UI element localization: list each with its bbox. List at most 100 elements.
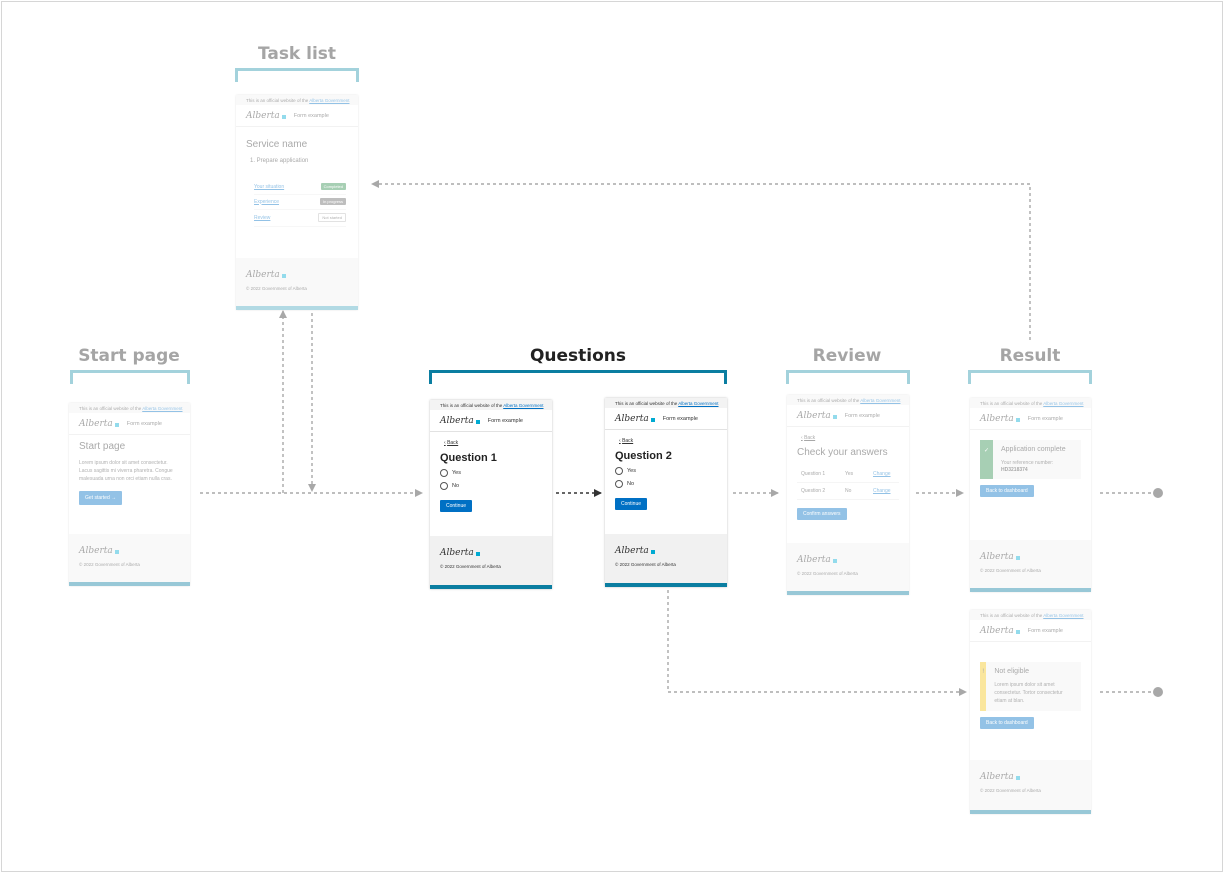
back-to-dashboard-button[interactable]: Back to dashboard <box>980 485 1034 497</box>
alberta-logo: Alberta <box>980 626 1020 636</box>
radio-no[interactable]: No <box>440 482 542 490</box>
end-node-fail <box>1153 687 1163 697</box>
service-name: Form example <box>293 112 329 119</box>
connector-result-to-task-list <box>371 180 1031 340</box>
task-group-title: 1. Prepare application <box>250 158 309 164</box>
alberta-logo: Alberta <box>980 414 1020 424</box>
alberta-logo: Alberta <box>615 546 655 556</box>
alberta-logo: Alberta <box>440 416 480 426</box>
site-footer: Alberta © 2022 Government of Alberta <box>605 534 727 587</box>
bracket-questions <box>429 370 727 384</box>
get-started-button[interactable]: Get started → <box>79 491 123 506</box>
service-name: Form example <box>844 412 880 419</box>
screen-question-2: This is an official website of the Alber… <box>605 398 727 587</box>
alberta-logo: Alberta <box>797 555 837 565</box>
site-footer: Alberta © 2022 Government of Alberta <box>787 543 909 595</box>
continue-button[interactable]: Continue <box>615 498 648 510</box>
check-circle-icon: ✓ <box>980 440 993 479</box>
reference-number: HD3218374 <box>1001 467 1028 473</box>
alert-icon: ! <box>980 662 987 711</box>
site-footer: Alberta © 2022 Government of Alberta <box>970 540 1091 592</box>
arrow-right-icon: → <box>111 495 117 502</box>
chevron-left-icon: ‹ <box>619 438 621 444</box>
back-to-dashboard-button[interactable]: Back to dashboard <box>980 717 1034 729</box>
site-header: Alberta Form example <box>787 405 909 427</box>
alberta-logo: Alberta <box>440 548 480 558</box>
service-name: Form example <box>662 415 698 422</box>
alberta-logo: Alberta <box>615 414 655 424</box>
site-header: Alberta Form example <box>970 408 1091 430</box>
page-title: Check your answers <box>797 447 888 458</box>
site-header: Alberta Form example <box>970 620 1091 642</box>
screen-start-page: This is an official website of the Alber… <box>69 403 190 586</box>
connector-question2-to-not-eligible <box>667 590 967 696</box>
site-header: Alberta Form example <box>69 413 190 435</box>
bracket-start-page <box>70 370 190 384</box>
radio-yes[interactable]: Yes <box>615 467 717 475</box>
official-banner: This is an official website of the Alber… <box>605 398 727 408</box>
back-link[interactable]: ‹ Back <box>444 440 459 446</box>
warning-callout: ! Not eligible Lorem ipsum dolor sit ame… <box>980 662 1081 711</box>
status-badge: Not started <box>318 213 346 222</box>
site-footer: Alberta © 2022 Government of Alberta <box>236 258 358 310</box>
site-header: Alberta Form example <box>430 410 552 432</box>
site-header: Alberta Form example <box>605 408 727 430</box>
section-title-review: Review <box>812 346 882 366</box>
site-footer: Alberta © 2022 Government of Alberta <box>970 760 1091 814</box>
screen-result-complete: This is an official website of the Alber… <box>970 398 1091 592</box>
success-callout: ✓ Application complete Your reference nu… <box>980 440 1081 479</box>
service-name: Form example <box>1027 627 1063 634</box>
radio-no[interactable]: No <box>615 480 717 488</box>
status-badge: Completed <box>320 183 346 190</box>
service-name: Form example <box>1027 415 1063 422</box>
page-title: Service name <box>246 139 308 150</box>
continue-button[interactable]: Continue <box>440 500 473 512</box>
confirm-answers-button[interactable]: Confirm answers <box>797 508 847 520</box>
service-name: Form example <box>126 420 162 427</box>
official-banner: This is an official website of the Alber… <box>970 610 1091 620</box>
alberta-logo: Alberta <box>246 111 286 121</box>
alberta-logo: Alberta <box>79 419 119 429</box>
alberta-logo: Alberta <box>980 772 1020 782</box>
screen-result-not-eligible: This is an official website of the Alber… <box>970 610 1091 814</box>
back-link[interactable]: ‹ Back <box>801 435 816 441</box>
service-name: Form example <box>487 417 523 424</box>
official-banner: This is an official website of the Alber… <box>430 400 552 410</box>
bracket-task-list <box>235 68 359 82</box>
intro-text: Lorem ipsum dolor sit amet consectetur. … <box>79 460 173 482</box>
chevron-left-icon: ‹ <box>801 435 803 441</box>
official-banner: This is an official website of the Alber… <box>970 398 1091 408</box>
alberta-logo: Alberta <box>797 411 837 421</box>
official-banner: This is an official website of the Alber… <box>236 95 358 105</box>
section-title-questions: Questions <box>529 346 627 366</box>
screen-question-1: This is an official website of the Alber… <box>430 400 552 589</box>
question-title: Question 2 <box>615 450 672 462</box>
alberta-logo: Alberta <box>79 546 119 556</box>
site-footer: Alberta © 2022 Government of Alberta <box>430 536 552 589</box>
question-title: Question 1 <box>440 452 497 464</box>
section-title-start-page: Start page <box>78 346 180 366</box>
bracket-review <box>786 370 910 384</box>
official-banner: This is an official website of the Alber… <box>787 395 909 405</box>
official-banner: This is an official website of the Alber… <box>69 403 190 413</box>
screen-task-list: This is an official website of the Alber… <box>236 95 358 310</box>
back-link[interactable]: ‹ Back <box>619 438 634 444</box>
bracket-result <box>968 370 1092 384</box>
status-badge: In progress <box>319 198 346 205</box>
end-node-success <box>1153 488 1163 498</box>
site-header: Alberta Form example <box>236 105 358 127</box>
alberta-logo: Alberta <box>246 270 286 280</box>
section-title-result: Result <box>999 346 1061 366</box>
site-footer: Alberta © 2022 Government of Alberta <box>69 534 190 586</box>
page-title: Start page <box>79 441 126 452</box>
radio-yes[interactable]: Yes <box>440 469 542 477</box>
screen-review: This is an official website of the Alber… <box>787 395 909 595</box>
chevron-left-icon: ‹ <box>444 440 446 446</box>
